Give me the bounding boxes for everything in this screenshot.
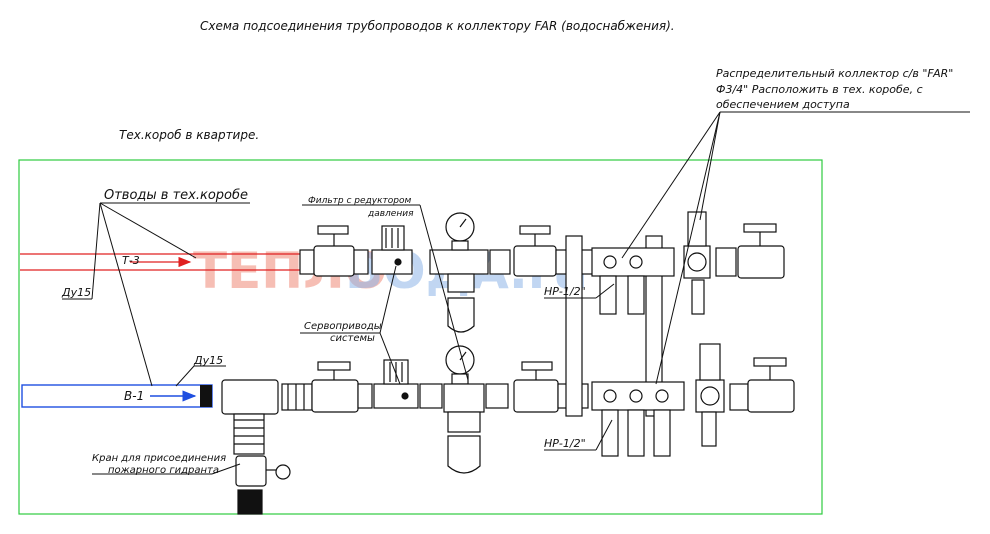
top-servo-1 [371,225,413,275]
bottom-valve-1 [311,361,373,413]
label-otvody: Отводы в тех.коробе [104,188,248,203]
bottom-servo [373,359,443,409]
label-t3: Т-3 [122,254,140,267]
hot-supply-line [20,253,300,271]
label-du15-bottom: Ду15 [193,354,223,367]
label-hp-bottom: НР-1/2" [544,437,586,450]
cold-pipe-end [200,385,212,407]
label-collector-line2: Ф3/4" Расположить в тех. коробе, с [716,83,923,96]
label-filter-line1: Фильтр с редуктором [308,196,411,206]
hydrant-valve [235,455,291,515]
label-servo-line2: системы [330,333,375,344]
top-filter [429,212,511,333]
collector-bracket [565,235,663,417]
leader-lines [62,111,970,475]
label-servo-line1: Сервоприводы [304,321,382,332]
tech-box-frame [18,159,823,515]
label-collector-line1: Распределительный коллектор с/в "FAR" [716,67,953,80]
top-valve-2 [513,225,597,277]
top-collector [591,211,785,315]
box-label: Тех.короб в квартире. [119,128,259,142]
label-kran-line1: Кран для присоединения [92,453,226,464]
diagram-title: Схема подсоединения трубопроводов к колл… [200,19,675,33]
bottom-tee [221,379,313,455]
label-filter-line2: давления [367,209,414,219]
label-kran-line2: пожарного гидранта [108,465,219,476]
label-b1: В-1 [124,389,144,403]
top-valve-1 [299,225,369,277]
label-du15-top: Ду15 [61,286,91,299]
bottom-collector [591,343,795,457]
label-collector-line3: обеспечением доступа [716,98,850,111]
bottom-filter [443,345,509,474]
label-hp-top: НР-1/2" [544,285,586,298]
